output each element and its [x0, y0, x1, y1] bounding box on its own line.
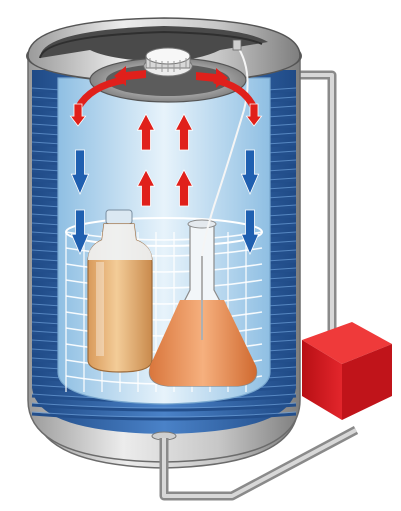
outlet-pipe: [300, 75, 332, 345]
heater-box-icon: [302, 322, 392, 420]
fan-icon: [144, 48, 192, 76]
